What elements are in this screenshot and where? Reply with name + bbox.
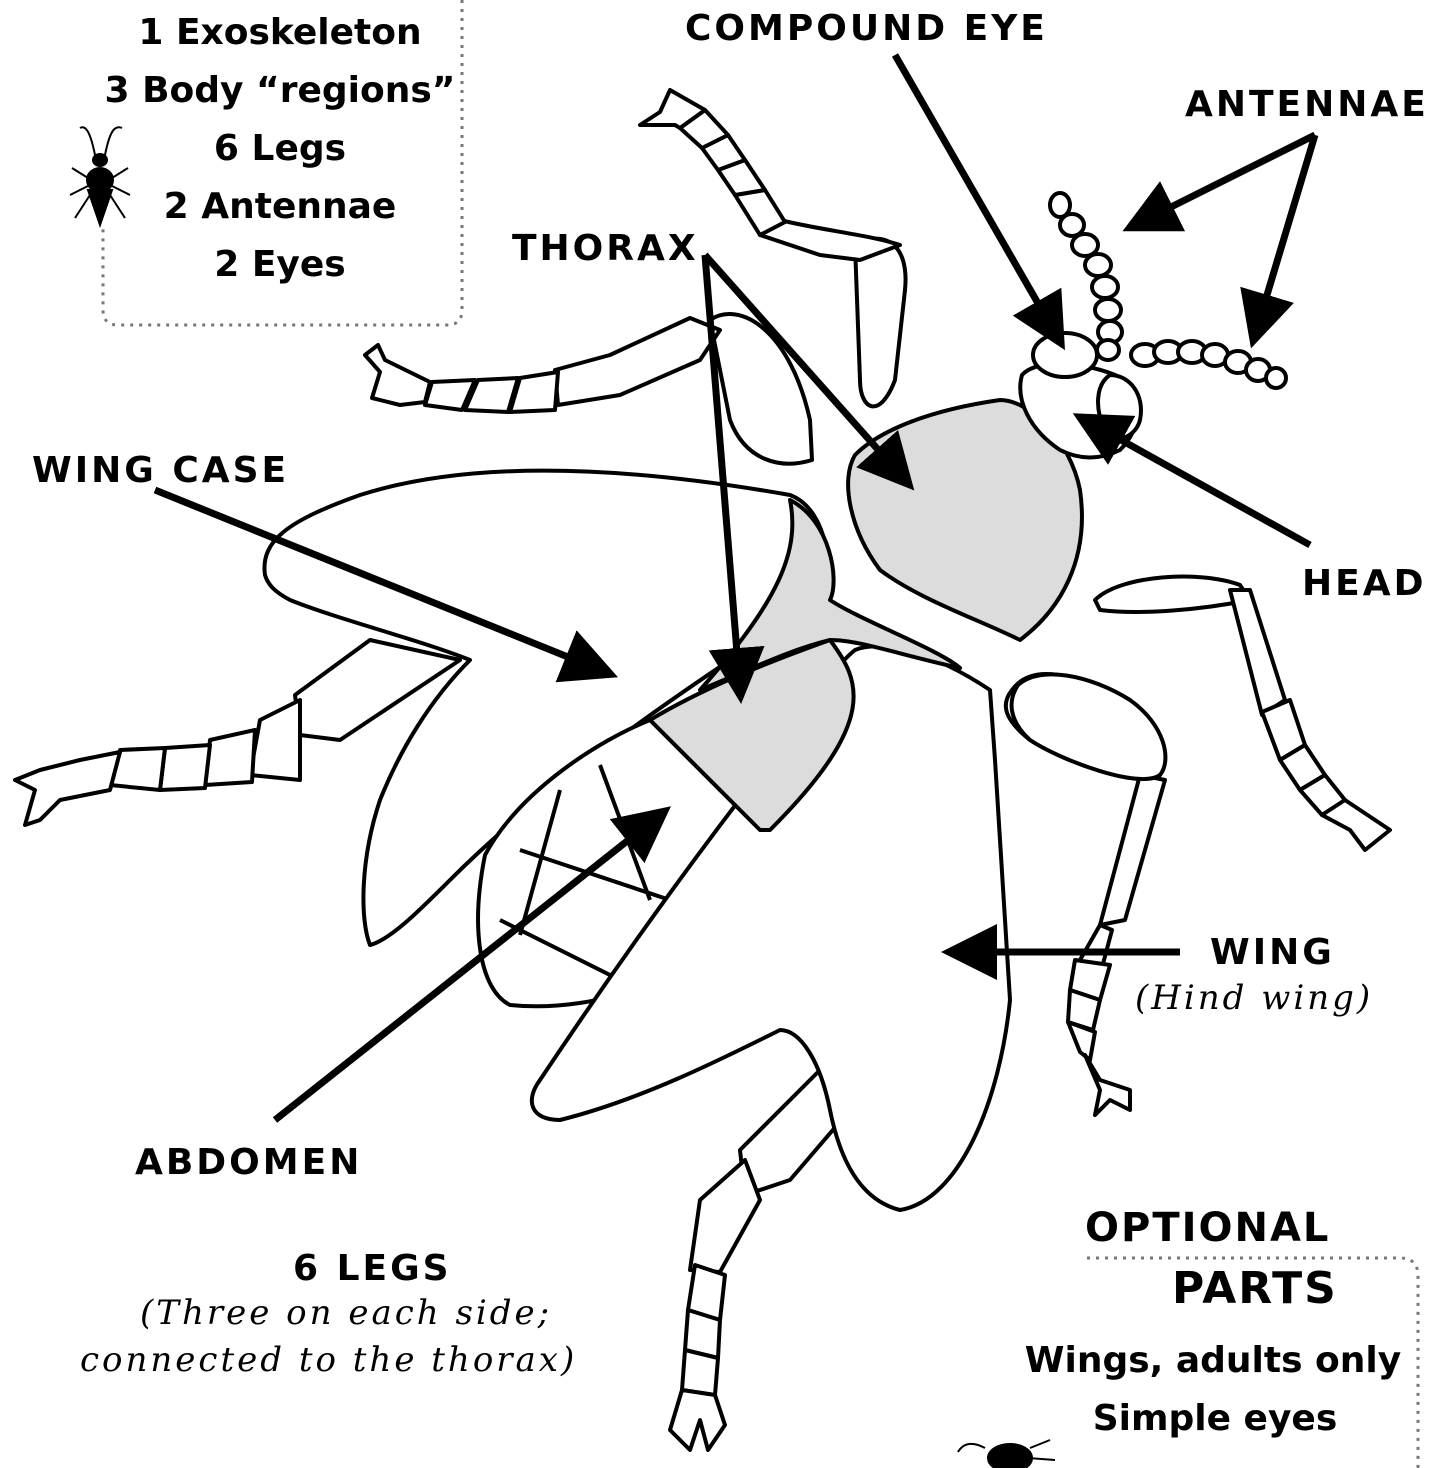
label-legs-sub-1: (Three on each side;: [140, 1293, 552, 1333]
label-wing-case: WING CASE: [32, 450, 289, 491]
label-compound-eye: COMPOUND EYE: [685, 8, 1048, 49]
fact-legs: 6 Legs: [130, 128, 430, 169]
optional-title-2: PARTS: [1172, 1263, 1338, 1314]
arrow-antennae-2: [1255, 135, 1315, 335]
leg-left-front: [365, 314, 812, 464]
arrow-antennae-1: [1135, 135, 1315, 225]
leg-bottom: [670, 1050, 850, 1450]
label-legs-sub-2: connected to the thorax): [80, 1340, 577, 1380]
optional-title-1: OPTIONAL: [1085, 1205, 1330, 1251]
arrow-compound-eye: [895, 55, 1058, 338]
label-legs: 6 LEGS: [293, 1248, 452, 1289]
compound-eye-shape: [1033, 333, 1097, 377]
fact-eyes: 2 Eyes: [130, 244, 430, 285]
optional-wings: Wings, adults only: [1018, 1340, 1408, 1381]
fact-exoskeleton: 1 Exoskeleton: [130, 12, 430, 53]
label-head: HEAD: [1302, 563, 1426, 604]
label-wing: WING: [1210, 932, 1335, 973]
fact-antennae: 2 Antennae: [130, 186, 430, 227]
fact-body-regions: 3 Body “regions”: [100, 70, 460, 111]
insect-silhouette-icon: [70, 127, 130, 225]
label-abdomen: ABDOMEN: [135, 1142, 362, 1183]
label-wing-sub: (Hind wing): [1135, 978, 1373, 1018]
insect-silhouette-icon-2: [958, 1440, 1055, 1468]
optional-simple-eyes: Simple eyes: [1030, 1398, 1400, 1439]
arrow-head: [1085, 420, 1310, 545]
wing-right-flap: [1012, 674, 1166, 779]
label-antennae: ANTENNAE: [1185, 84, 1429, 125]
label-thorax: THORAX: [512, 228, 699, 269]
